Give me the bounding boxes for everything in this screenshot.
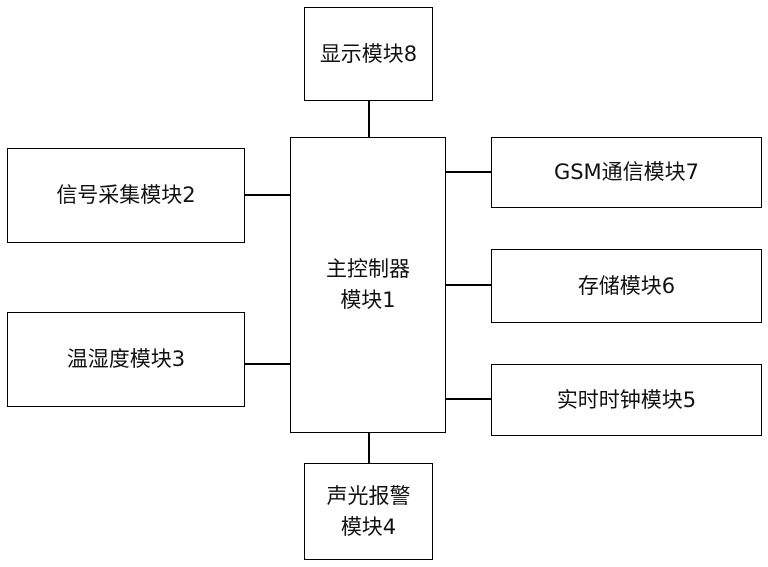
storage-module-label: 存储模块6 — [578, 271, 675, 302]
main-controller-box: 主控制器 模块1 — [290, 137, 446, 433]
connector-signal-main — [244, 194, 291, 196]
connector-display-main — [368, 100, 370, 138]
connector-main-storage — [445, 284, 492, 286]
connector-main-rtc — [445, 398, 492, 400]
gsm-module-label: GSM通信模块7 — [554, 157, 699, 188]
alarm-module-box: 声光报警 模块4 — [304, 463, 433, 560]
main-controller-label-line2: 模块1 — [340, 285, 395, 316]
gsm-module-box: GSM通信模块7 — [491, 137, 762, 208]
rtc-module-label: 实时时钟模块5 — [557, 385, 696, 416]
connector-main-gsm — [445, 171, 492, 173]
rtc-module-box: 实时时钟模块5 — [491, 364, 762, 436]
connector-main-alarm — [368, 432, 370, 464]
display-module-label: 显示模块8 — [320, 39, 417, 70]
temp-humidity-module-box: 温湿度模块3 — [7, 312, 245, 407]
main-controller-label-line1: 主控制器 — [326, 254, 410, 285]
display-module-box: 显示模块8 — [304, 7, 433, 101]
connector-temp-main — [244, 363, 291, 365]
signal-acquisition-module-label: 信号采集模块2 — [56, 180, 195, 211]
temp-humidity-module-label: 温湿度模块3 — [67, 344, 185, 375]
storage-module-box: 存储模块6 — [491, 249, 762, 323]
alarm-module-label-line1: 声光报警 — [327, 481, 411, 512]
signal-acquisition-module-box: 信号采集模块2 — [7, 148, 245, 243]
alarm-module-label-line2: 模块4 — [341, 512, 396, 543]
